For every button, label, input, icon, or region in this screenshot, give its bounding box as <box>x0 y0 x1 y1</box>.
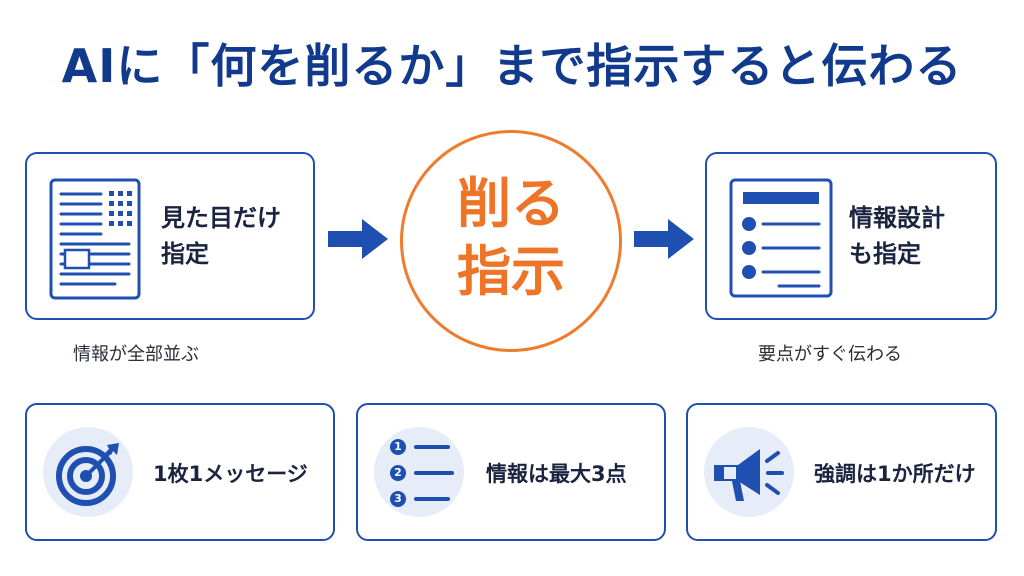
left-caption: 情報が全部並ぶ <box>73 344 199 365</box>
list-number: 2 <box>390 465 406 481</box>
right-card-line2: も指定 <box>849 240 921 268</box>
dense-document-icon <box>49 178 141 300</box>
target-icon <box>56 443 119 506</box>
right-card-line1: 情報設計 <box>849 204 945 232</box>
tip-label: 強調は1か所だけ <box>814 462 976 486</box>
page-title: AIに「何を削るか」まで指示すると伝わる <box>61 39 963 93</box>
left-card-line1: 見た目だけ <box>161 204 281 232</box>
tip-label: 1枚1メッセージ <box>153 462 308 486</box>
tip-label: 情報は最大3点 <box>486 462 627 486</box>
tip-card-max-three: 1 2 3 情報は最大3点 <box>356 403 666 541</box>
center-circle: 削る 指示 <box>400 130 622 352</box>
megaphone-icon <box>714 449 784 501</box>
left-card-line2: 指定 <box>161 240 209 268</box>
card-visual-only: 見た目だけ 指定 <box>25 152 315 320</box>
tip-card-one-emphasis: 強調は1か所だけ <box>686 403 997 541</box>
numbered-list-icon: 1 2 3 <box>388 435 458 511</box>
center-line1: 削る <box>457 172 565 235</box>
tip-card-one-message: 1枚1メッセージ <box>25 403 335 541</box>
structured-document-icon <box>729 178 833 298</box>
list-number: 1 <box>390 439 406 455</box>
center-line2: 指示 <box>457 240 565 303</box>
list-number: 3 <box>390 491 406 507</box>
right-caption: 要点がすぐ伝わる <box>758 344 902 365</box>
arrow-right-icon <box>634 219 694 259</box>
card-info-design: 情報設計 も指定 <box>705 152 997 320</box>
arrow-right-icon <box>328 219 388 259</box>
